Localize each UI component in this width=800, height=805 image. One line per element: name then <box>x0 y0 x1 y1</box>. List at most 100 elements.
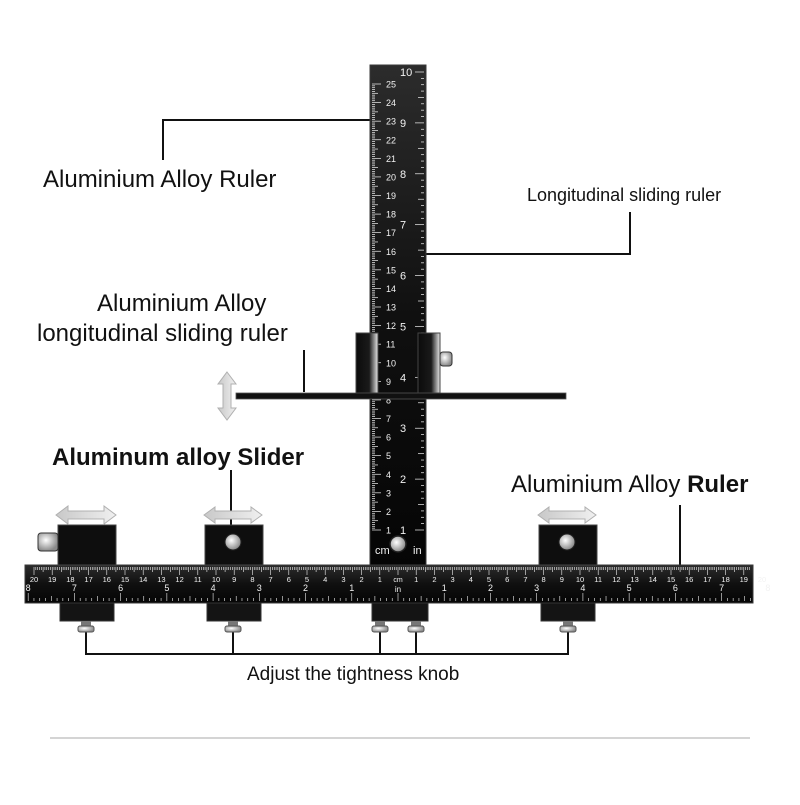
vertical-ruler-body <box>369 64 427 568</box>
v-cm-label: 7 <box>386 414 391 424</box>
h-cm-label: 16 <box>685 575 693 584</box>
v-cm-label: 10 <box>386 358 396 368</box>
leader-knob-bracket <box>85 630 569 655</box>
h-cm-label: 20 <box>758 575 766 584</box>
v-in-label: 3 <box>400 423 406 435</box>
v-in-label: 10 <box>400 67 412 79</box>
h-cm-label: 8 <box>250 575 254 584</box>
v-cm-label: 6 <box>386 433 391 443</box>
h-in-label: 5 <box>164 583 169 593</box>
v-cm-label: 14 <box>386 284 396 294</box>
h-unit-in: in <box>395 585 401 594</box>
v-in-label: 1 <box>400 525 406 537</box>
h-in-label: 4 <box>580 583 585 593</box>
h-cm-label: 14 <box>649 575 657 584</box>
vertical-ruler-screw <box>389 535 407 553</box>
knob-4 <box>407 621 425 633</box>
v-cm-label: 15 <box>386 265 396 275</box>
v-in-label: 5 <box>400 321 406 333</box>
v-cm-label: 24 <box>386 98 396 108</box>
slider-b-bottom <box>540 602 596 622</box>
h-cm-label: 12 <box>612 575 620 584</box>
h-cm-label: 15 <box>667 575 675 584</box>
end-stop-left-screw <box>37 532 59 552</box>
h-cm-label: 19 <box>48 575 56 584</box>
v-cm-label: 19 <box>386 191 396 201</box>
h-cm-label: 13 <box>157 575 165 584</box>
h-in-label: 6 <box>118 583 123 593</box>
horizontal-move-arrows <box>55 505 597 525</box>
h-cm-label: 1 <box>414 575 418 584</box>
slider-lock-screw <box>439 351 453 367</box>
h-cm-label: 18 <box>721 575 729 584</box>
h-in-label: 1 <box>349 583 354 593</box>
vertical-ruler-labels: 2524232221201918171615141312111098765432… <box>386 67 412 537</box>
h-cm-label: 4 <box>323 575 327 584</box>
h-cm-label: 11 <box>594 575 602 584</box>
slider-b-screw <box>558 533 576 551</box>
v-cm-label: 16 <box>386 247 396 257</box>
v-cm-label: 22 <box>386 135 396 145</box>
h-cm-label: 2 <box>360 575 364 584</box>
label-aluminium-alloy-ruler-right: Aluminium Alloy Ruler <box>511 473 748 497</box>
move-arrow-icon-left <box>55 505 117 525</box>
h-cm-label: 14 <box>139 575 147 584</box>
v-cm-label: 17 <box>386 228 396 238</box>
v-cm-label: 4 <box>386 470 391 480</box>
v-cm-label: 9 <box>386 377 391 387</box>
longitudinal-slider-assembly <box>235 332 567 400</box>
h-cm-label: 10 <box>212 575 220 584</box>
h-cm-label: 9 <box>232 575 236 584</box>
end-stop-left-block <box>57 524 117 566</box>
slider-a-screw <box>224 533 242 551</box>
v-cm-label: 5 <box>386 451 391 461</box>
leader-lines <box>85 119 681 655</box>
slider-block-right <box>417 332 441 394</box>
end-stop-left-bottom <box>59 602 115 622</box>
h-cm-label: 3 <box>341 575 345 584</box>
h-cm-label: 19 <box>740 575 748 584</box>
move-arrow-icon-slider-a <box>203 506 263 524</box>
slider-block-left <box>355 332 379 394</box>
v-cm-label: 11 <box>386 340 395 350</box>
label-ruler-right-part-a: Aluminium Alloy <box>511 471 688 498</box>
h-cm-label: 17 <box>703 575 711 584</box>
v-cm-label: 2 <box>386 507 391 517</box>
leader-ruler-top <box>162 119 372 160</box>
h-cm-label: 11 <box>194 575 202 584</box>
label-adjust-tightness-knob: Adjust the tightness knob <box>247 664 460 685</box>
h-in-label: 5 <box>627 583 632 593</box>
h-cm-label: 2 <box>432 575 436 584</box>
h-cm-label: 13 <box>630 575 638 584</box>
h-cm-label: 15 <box>121 575 129 584</box>
h-cm-label: 3 <box>451 575 455 584</box>
v-in-label: 9 <box>400 118 406 130</box>
v-in-label: 8 <box>400 169 406 181</box>
v-cm-label: 13 <box>386 303 396 313</box>
v-cm-label: 20 <box>386 172 396 182</box>
v-cm-label: 8 <box>386 395 391 405</box>
h-cm-label: 20 <box>30 575 38 584</box>
h-cm-label: 8 <box>542 575 546 584</box>
h-in-label: 2 <box>303 583 308 593</box>
label-aluminum-alloy-slider: Aluminum alloy Slider <box>52 444 305 471</box>
label-ruler-right-part-b: Ruler <box>687 471 749 498</box>
h-cm-label: 4 <box>469 575 473 584</box>
h-in-label: 8 <box>765 583 770 593</box>
h-in-label: 8 <box>26 583 31 593</box>
move-arrow-icon-slider-b <box>537 506 597 524</box>
h-cm-label: 7 <box>269 575 273 584</box>
horizontal-center-clamp <box>371 602 429 622</box>
h-cm-label: 17 <box>84 575 92 584</box>
h-cm-label: 10 <box>576 575 584 584</box>
h-cm-label: 7 <box>523 575 527 584</box>
h-unit-cm: cm <box>393 577 403 584</box>
h-in-label: 7 <box>72 583 77 593</box>
h-cm-label: 18 <box>66 575 74 584</box>
slider-a-bottom <box>206 602 262 622</box>
knob-1 <box>77 621 95 633</box>
label-alloy-sliding-ruler-line2: longitudinal sliding ruler <box>37 320 288 347</box>
h-in-label: 3 <box>257 583 262 593</box>
vertical-move-arrow-icon <box>217 371 237 421</box>
